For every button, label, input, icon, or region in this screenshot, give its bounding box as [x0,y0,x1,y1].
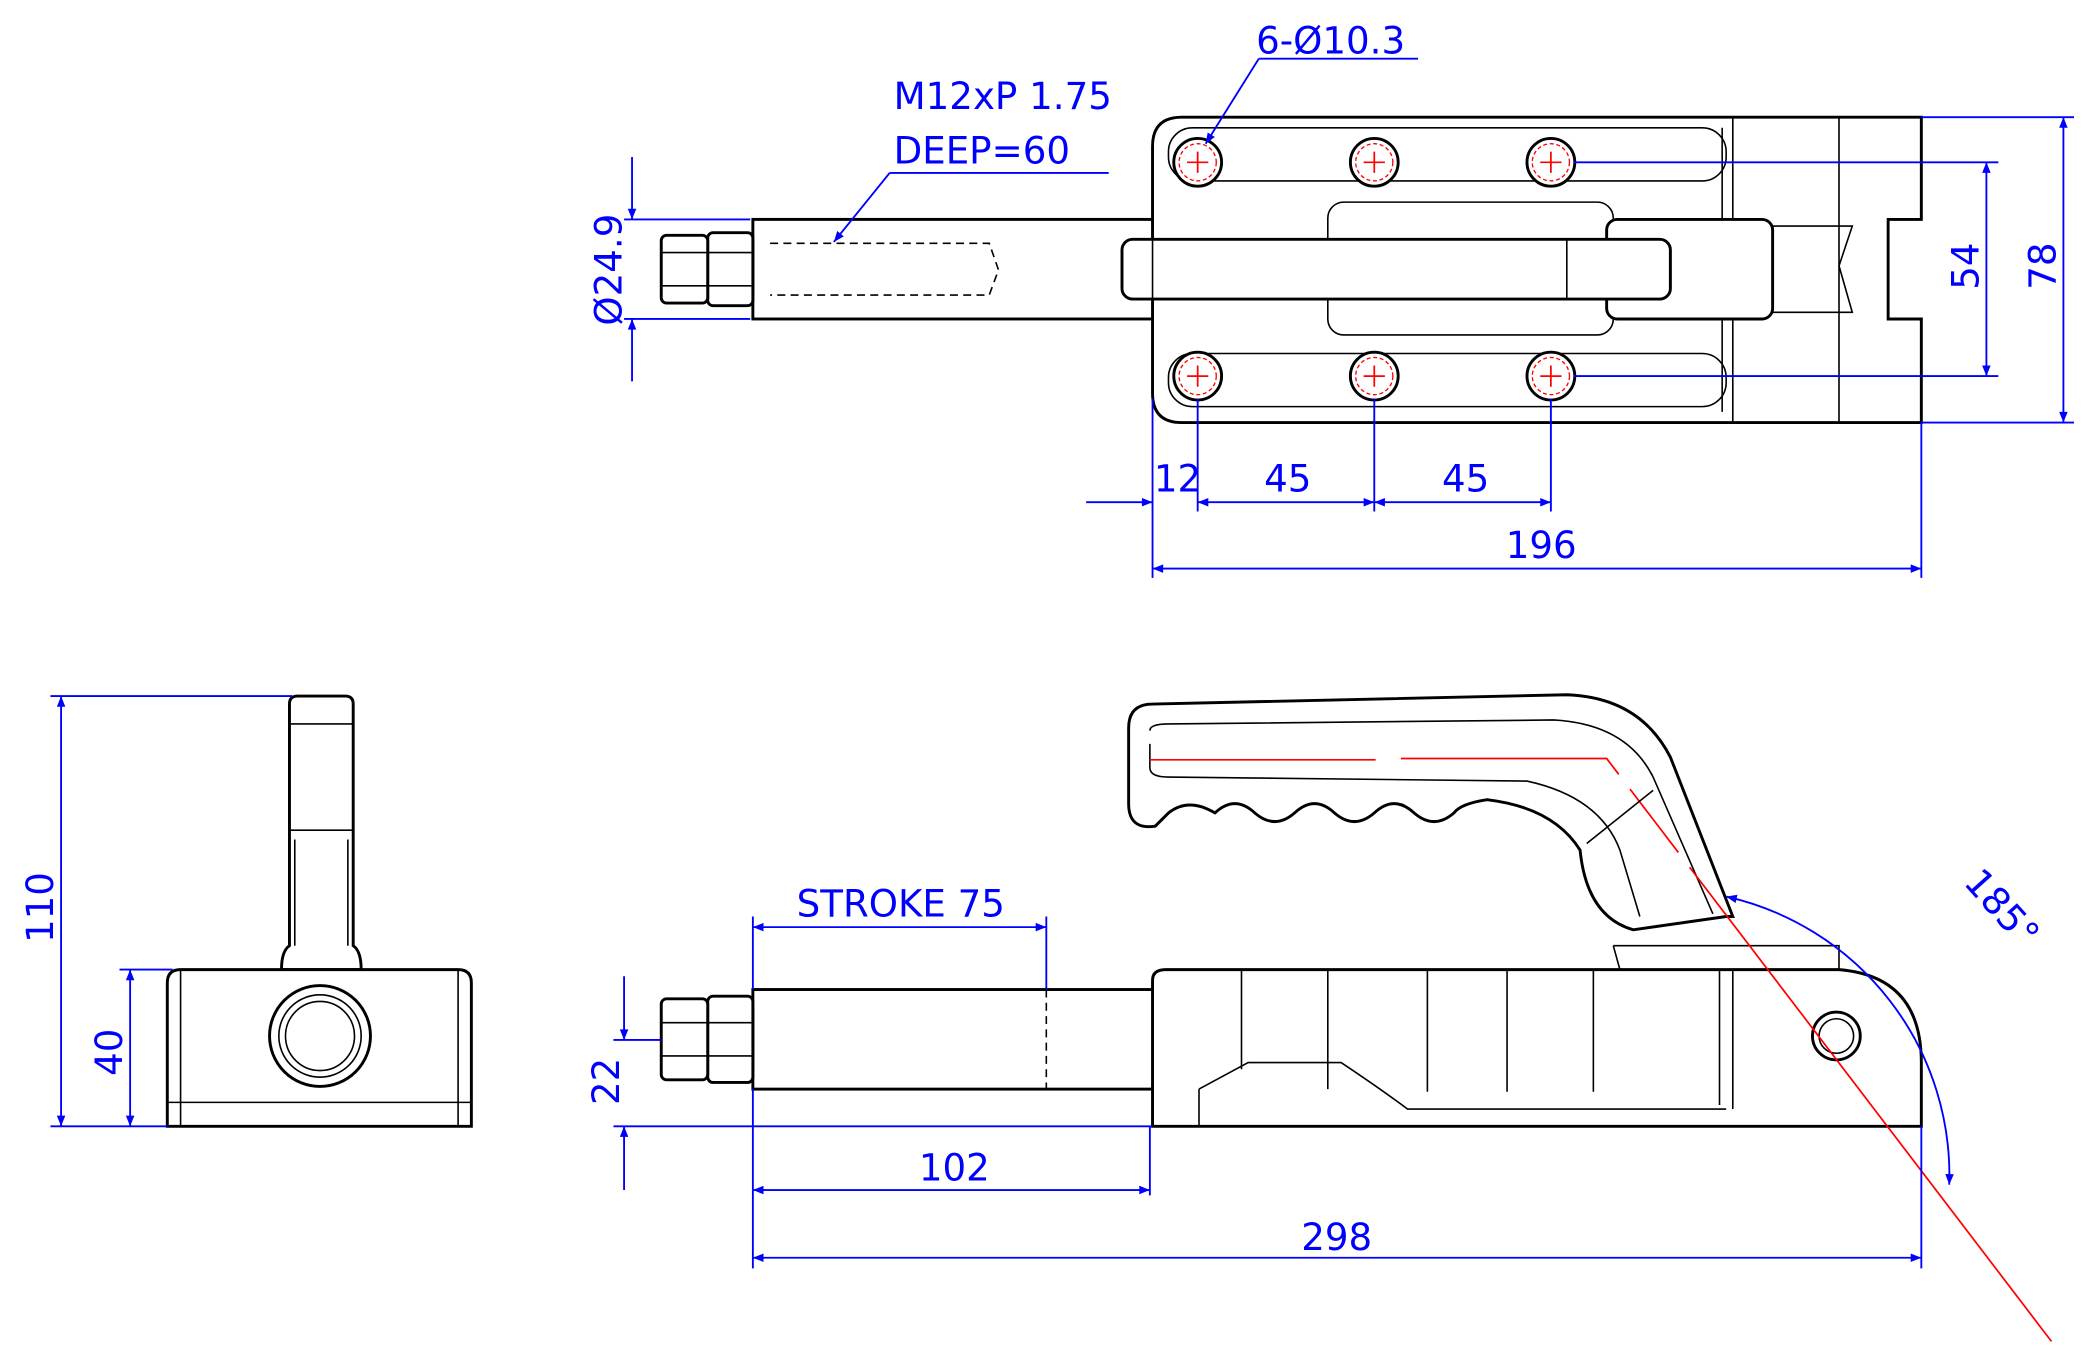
end-view: 110 40 [18,694,473,1128]
top-view: 6-Ø10.3 M12xP 1.75 DEEP=60 Ø24.9 54 78 1… [586,18,2075,578]
mounting-holes [1172,136,1577,402]
handle-angle-dim: 185° [1956,860,2049,956]
hole-pitch-1-dim: 45 [1264,457,1311,501]
rod-height-dim: 22 [584,1058,628,1105]
depth-callout: DEEP=60 [894,129,1070,173]
hole-spacing-dim: 54 [1943,242,1987,289]
base-length-dim: 196 [1506,523,1577,567]
thread-callout: M12xP 1.75 [894,74,1112,118]
hole-callout: 6-Ø10.3 [1256,18,1405,62]
overall-length-dim: 298 [1301,1215,1372,1259]
edge-offset-dim: 12 [1154,457,1201,501]
hole-pitch-2-dim: 45 [1442,457,1489,501]
rod-extension-dim: 102 [919,1146,990,1190]
rod-diameter-dim: Ø24.9 [586,214,630,326]
end-height-dim: 110 [18,872,62,943]
overall-width-dim: 78 [2020,242,2064,289]
stroke-dim: STROKE 75 [797,881,1005,925]
side-view: STROKE 75 185° 22 102 298 [584,693,2053,1342]
end-base-height-dim: 40 [87,1029,131,1076]
